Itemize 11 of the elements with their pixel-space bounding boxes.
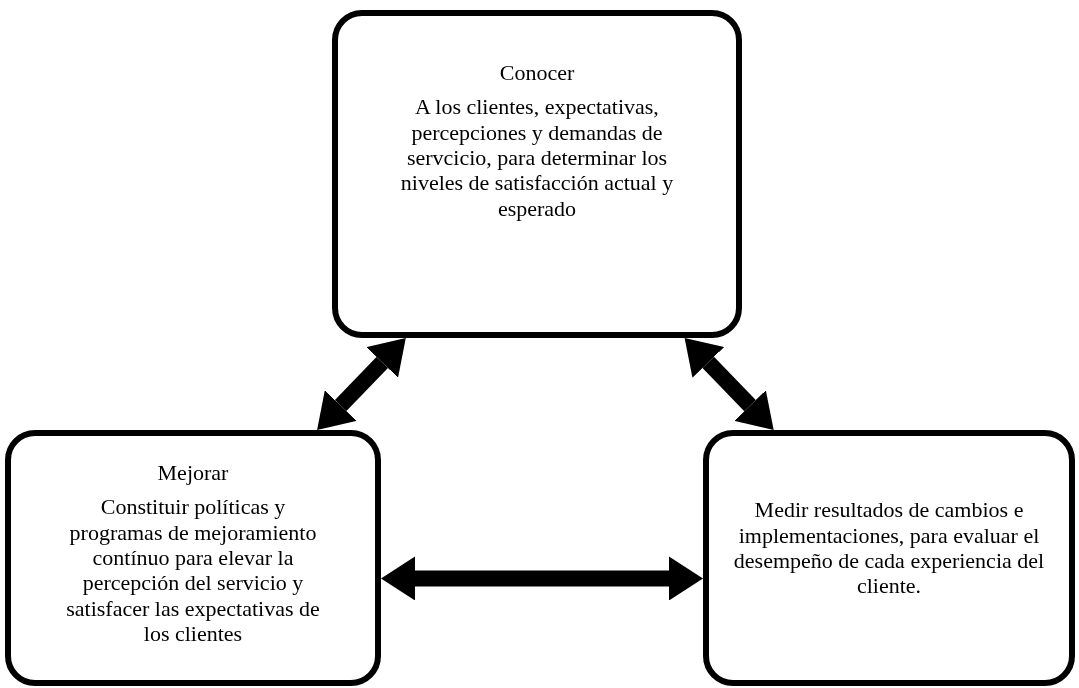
process-box [703, 430, 1075, 686]
double-arrow [381, 556, 703, 601]
box-text: Medir resultados de cambios e implementaciones, para evaluar el desempeño de cada experiencia del cliente. [732, 497, 1046, 599]
process-box [5, 430, 381, 686]
box-heading: Conocer [499, 60, 575, 87]
box-text: A los clientes, expectativas, percepciones y demandas de servcicio, para determinar los niveles de satisfacción actual y esperado [399, 94, 675, 221]
process-box [332, 10, 742, 338]
box-text: Constituir políticas y programas de mejoramiento contínuo para elevar la percepción del servicio y satisfacer las expectativas de los clientes [65, 494, 321, 647]
double-arrow [684, 338, 774, 430]
double-arrow [317, 338, 406, 430]
box-heading: Mejorar [157, 460, 229, 487]
